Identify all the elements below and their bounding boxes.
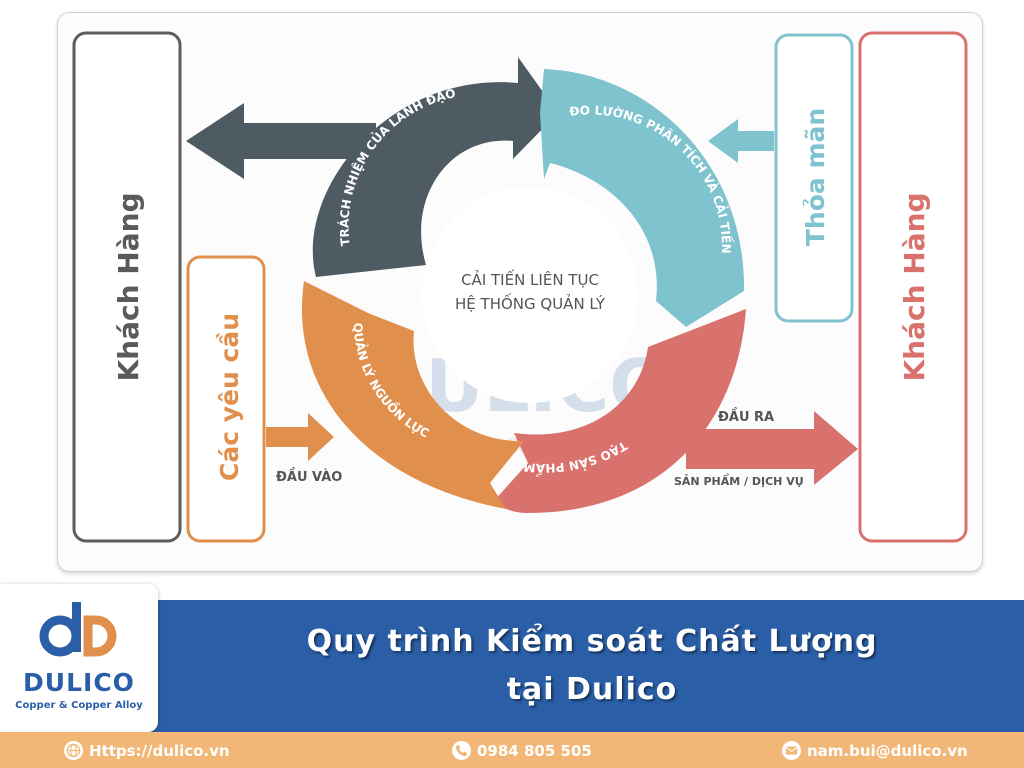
input-label: ĐẦU VÀO — [276, 467, 342, 485]
arrow-output — [686, 411, 858, 485]
requirements-box — [186, 255, 266, 543]
segment-leadership — [312, 57, 558, 277]
logo-name: DULICO — [23, 668, 135, 697]
right-customer-label: Khách Hàng — [898, 192, 931, 381]
phone-text: 0984 805 505 — [477, 741, 592, 760]
segment-resources — [301, 281, 524, 509]
banner-title-line-2: tại Dulico — [506, 672, 678, 707]
requirements-label: Các yêu cầu — [215, 313, 244, 481]
footer-email[interactable]: nam.bui@dulico.vn — [782, 741, 968, 760]
left-customer-box — [72, 31, 182, 543]
center-line-1: CẢI TIẾN LIÊN TỤC — [461, 268, 599, 289]
output-sub-label: SẢN PHẨM / DỊCH VỤ — [674, 473, 804, 488]
arrow-satisfaction — [708, 119, 774, 163]
satisfaction-box — [774, 33, 854, 323]
logo-tagline: Copper & Copper Alloy — [15, 700, 143, 711]
segment-production — [492, 309, 746, 513]
center-line-2: HỆ THỐNG QUẢN LÝ — [455, 292, 606, 313]
footer-bar — [0, 732, 1024, 768]
quality-cycle-diagram: DULICO Copper & Copper Alloy Khách Hàng … — [72, 31, 968, 543]
footer-website[interactable]: Https://dulico.vn — [64, 741, 230, 760]
right-customer-box — [858, 31, 968, 543]
arrow-input — [266, 413, 334, 461]
website-text: Https://dulico.vn — [89, 741, 230, 760]
satisfaction-label: Thỏa mãn — [801, 108, 830, 246]
output-label: ĐẦU RA — [718, 407, 774, 425]
email-text: nam.bui@dulico.vn — [807, 741, 968, 760]
phone-icon — [452, 741, 471, 760]
footer-phone[interactable]: 0984 805 505 — [452, 741, 592, 760]
mail-icon — [782, 741, 801, 760]
diagram-frame: DULICO Copper & Copper Alloy Khách Hàng … — [57, 12, 983, 572]
left-customer-label: Khách Hàng — [112, 192, 145, 381]
center-circle — [422, 187, 638, 403]
segment-measurement — [540, 69, 745, 327]
title-banner — [0, 600, 1024, 732]
globe-icon — [64, 741, 83, 760]
dulico-logo-mark-icon — [39, 602, 117, 657]
arrow-to-customer — [186, 103, 376, 179]
logo-card — [0, 584, 158, 732]
banner-title-line-1: Quy trình Kiểm soát Chất Lượng — [306, 624, 878, 659]
